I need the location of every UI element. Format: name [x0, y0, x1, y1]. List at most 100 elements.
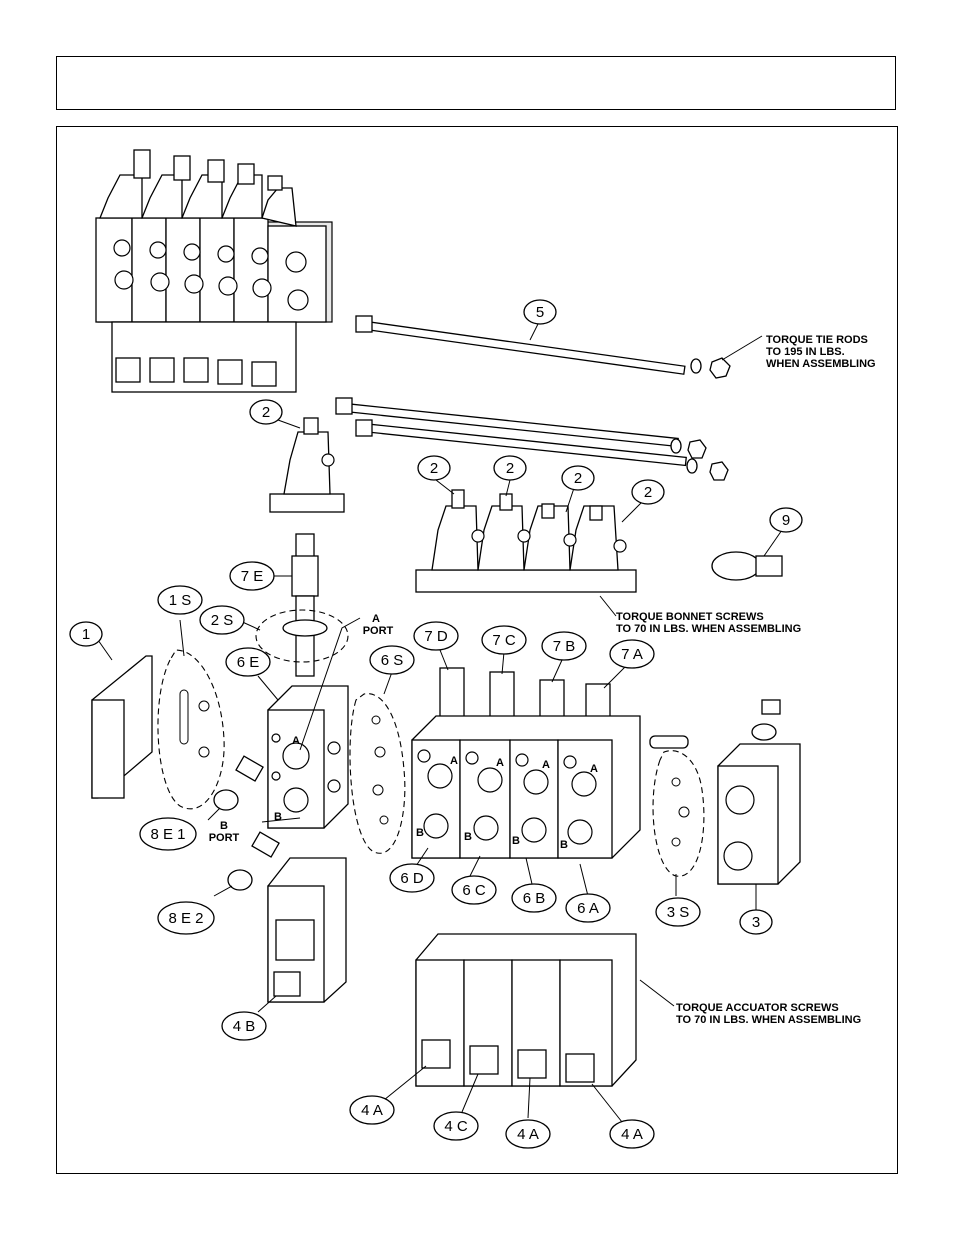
callout-label-c6e: 6 E [237, 654, 260, 671]
end-cover-3 [649, 699, 801, 910]
callout-balloon-c7a [609, 639, 655, 669]
callout-balloon-c5 [523, 299, 557, 325]
assembled-valve-assembly [95, 149, 333, 393]
callout-balloon-c6d [389, 863, 435, 893]
port-letter-a-6a: A [590, 763, 598, 775]
b-port-label-word: PORT [209, 832, 240, 844]
b-port-label-letter: B [220, 820, 228, 832]
callout-balloon-c6a [565, 893, 611, 923]
callout-balloon-c2s [199, 605, 245, 635]
callout-balloon-c2a [417, 455, 451, 481]
note-tie-rods-line2: TO 195 IN LBS. [766, 346, 845, 358]
seal-6s [349, 671, 406, 854]
callout-balloon-c3s [655, 897, 701, 927]
callout-label-c1: 1 [82, 626, 90, 643]
a-port-label-word: PORT [363, 625, 394, 637]
handle-9 [711, 529, 783, 581]
callout-balloon-c2c [561, 465, 595, 491]
diagram-frame [56, 126, 898, 1174]
callout-balloon-c1s [157, 585, 203, 615]
callout-balloon-c4c [433, 1111, 479, 1141]
callout-balloon-c4a-3 [609, 1119, 655, 1149]
port-letter-b-6d: B [416, 827, 424, 839]
port-letter-a-6e: A [292, 735, 300, 747]
callout-balloon-c4a-1 [349, 1095, 395, 1125]
callout-label-c6c: 6 C [462, 882, 486, 899]
callout-label-c7e: 7 E [241, 568, 264, 585]
callout-label-c2-top: 2 [262, 404, 270, 421]
seal-1s [157, 619, 225, 810]
note-actuator-line1: TORQUE ACCUATOR SCREWS [676, 1002, 839, 1014]
port-letter-a-6c: A [496, 757, 504, 769]
callout-label-c2d: 2 [644, 484, 652, 501]
callout-balloon-c6c [451, 875, 497, 905]
callout-balloon-c9 [769, 507, 803, 533]
callout-label-c4b: 4 B [233, 1018, 256, 1035]
section-6e [257, 617, 361, 829]
end-cover-1 [91, 639, 153, 799]
bonnet-set [415, 479, 645, 617]
port-letter-a-6d: A [450, 755, 458, 767]
callout-balloon-c8e2 [157, 901, 215, 935]
note-bonnet-line2: TO 70 IN LBS. WHEN ASSEMBLING [616, 623, 801, 635]
callout-label-c2b: 2 [506, 460, 514, 477]
callout-balloon-c7c [481, 625, 527, 655]
check-valves [207, 755, 280, 897]
callout-balloon-c2-top [249, 399, 283, 425]
callout-balloon-c1 [69, 621, 103, 647]
callout-balloon-c2b [493, 455, 527, 481]
callout-label-c7a: 7 A [621, 646, 643, 663]
callout-balloon-c4b [221, 1011, 267, 1041]
port-letter-b-6b: B [512, 835, 520, 847]
callout-balloon-c4a-2 [505, 1119, 551, 1149]
callout-label-c2a: 2 [430, 460, 438, 477]
callout-label-c9: 9 [782, 512, 790, 529]
port-letter-b-6e: B [274, 811, 282, 823]
port-letter-b-6c: B [464, 831, 472, 843]
callout-balloon-c6b [511, 883, 557, 913]
callout-label-c4a-3: 4 A [621, 1126, 643, 1143]
callout-label-c4a-1: 4 A [361, 1102, 383, 1119]
callout-balloon-c7e [229, 561, 275, 591]
sections-6a-6d [411, 715, 641, 897]
callout-balloon-c2d [631, 479, 665, 505]
note-actuator-line2: TO 70 IN LBS. WHEN ASSEMBLING [676, 1014, 861, 1026]
callout-label-c8e2: 8 E 2 [168, 910, 203, 927]
callout-balloon-c3 [739, 909, 773, 935]
note-tie-rods-line3: WHEN ASSEMBLING [766, 358, 876, 370]
port-letter-b-6a: B [560, 839, 568, 851]
a-port-label-letter: A [372, 613, 380, 625]
callout-label-c1s: 1 S [169, 592, 192, 609]
port-letter-a-6b: A [542, 759, 550, 771]
actuator-set [383, 933, 675, 1123]
callout-balloon-c6e [225, 647, 271, 677]
seal-2s [255, 609, 349, 663]
callout-balloon-c6s [369, 645, 415, 675]
callout-balloon-c8e1 [139, 817, 197, 851]
callout-label-c3: 3 [752, 914, 760, 931]
callout-label-c8e1: 8 E 1 [150, 826, 185, 843]
callout-label-c7c: 7 C [492, 632, 516, 649]
callout-label-c7d: 7 D [424, 628, 448, 645]
header-box [56, 56, 896, 110]
callout-label-c6d: 6 D [400, 870, 424, 887]
spool-7e [270, 533, 328, 677]
callout-label-c2c: 2 [574, 470, 582, 487]
callout-label-c4c: 4 C [444, 1118, 468, 1135]
note-bonnet-line1: TORQUE BONNET SCREWS [616, 611, 764, 623]
callout-label-c6b: 6 B [523, 890, 546, 907]
callout-label-c7b: 7 B [553, 638, 576, 655]
tie-rods [335, 315, 763, 481]
callout-label-c6a: 6 A [577, 900, 599, 917]
callout-balloon-c7d [413, 621, 459, 651]
note-tie-rods-line1: TORQUE TIE RODS [766, 334, 868, 346]
callout-label-c2s: 2 S [211, 612, 234, 629]
callout-label-c4a-2: 4 A [517, 1126, 539, 1143]
actuator-4b [257, 857, 347, 1013]
callout-label-c3s: 3 S [667, 904, 690, 921]
callout-balloon-c7b [541, 631, 587, 661]
bonnet-single [269, 417, 345, 513]
callout-label-c6s: 6 S [381, 652, 404, 669]
